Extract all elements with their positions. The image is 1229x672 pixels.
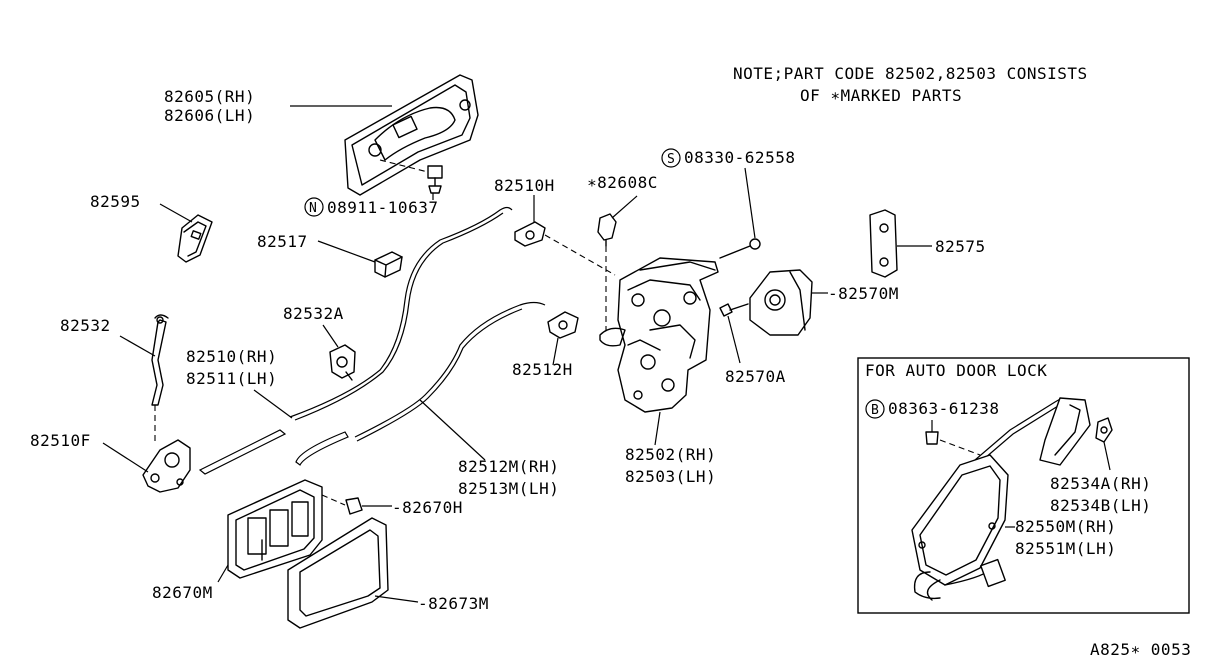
label-82513M: 82513M(LH) bbox=[458, 479, 559, 498]
rod-82510 bbox=[198, 206, 513, 475]
label-82510H: 82510H bbox=[494, 176, 555, 195]
clip-82512H bbox=[547, 311, 579, 339]
rod-82512M bbox=[295, 301, 546, 466]
inset-label-82534A: 82534A(RH) bbox=[1050, 474, 1151, 493]
note-line-2: OF ∗MARKED PARTS bbox=[800, 86, 962, 105]
bolt-08363 bbox=[925, 420, 981, 456]
auto-door-lock-inset: FOR AUTO DOOR LOCK B 08363-61238 82534A(… bbox=[857, 357, 1190, 614]
inset-label-82551M: 82551M(LH) bbox=[1015, 539, 1116, 558]
screw-82570A bbox=[719, 303, 749, 317]
outside-handle-82605 bbox=[344, 74, 479, 196]
clip-82510H bbox=[514, 221, 546, 247]
lever-82532 bbox=[151, 314, 169, 406]
label-82670M: 82670M bbox=[152, 583, 213, 602]
inside-handle-82670M bbox=[227, 479, 323, 579]
label-82605: 82605(RH) bbox=[164, 87, 255, 106]
door-lock-82502 bbox=[599, 257, 719, 413]
label-08911: 08911-10637 bbox=[327, 198, 438, 217]
actuator-82550M bbox=[911, 454, 1009, 601]
label-82595: 82595 bbox=[90, 192, 141, 211]
label-82575: 82575 bbox=[935, 237, 986, 256]
striker-82570M bbox=[749, 269, 813, 336]
b-marker-icon bbox=[865, 399, 885, 419]
label-82517: 82517 bbox=[257, 232, 308, 251]
escutcheon-82673M bbox=[287, 517, 389, 629]
part-82608C bbox=[597, 213, 617, 247]
label-82670H: -82670H bbox=[392, 498, 463, 517]
label-82608C: ∗82608C bbox=[587, 173, 658, 192]
label-82510F: 82510F bbox=[30, 431, 91, 450]
inset-bolt-label: 08363-61238 bbox=[888, 399, 999, 418]
pad-82595 bbox=[177, 214, 213, 263]
label-82511lh: 82511(LH) bbox=[186, 369, 277, 388]
plate-82575 bbox=[869, 209, 898, 278]
label-82532A: 82532A bbox=[283, 304, 344, 323]
screw-08330-62558 bbox=[719, 238, 761, 259]
label-82570A: 82570A bbox=[725, 367, 786, 386]
bellcrank-82510F bbox=[142, 405, 191, 493]
n-marker-icon bbox=[304, 197, 324, 217]
label-08911-prefix: N bbox=[309, 201, 317, 216]
label-08330-prefix: S bbox=[667, 152, 675, 167]
diagram-code: A825∗ 0053 bbox=[1090, 640, 1191, 659]
label-82512H: 82512H bbox=[512, 360, 573, 379]
note-line-1: NOTE;PART CODE 82502,82503 CONSISTS bbox=[733, 64, 1088, 83]
inset-bolt-prefix: B bbox=[871, 403, 879, 418]
clip-82517 bbox=[374, 251, 403, 278]
nut-08911-10637 bbox=[379, 159, 443, 194]
inset-label-82534B: 82534B(LH) bbox=[1050, 496, 1151, 515]
label-82502: 82502(RH) bbox=[625, 445, 716, 464]
label-82510rh: 82510(RH) bbox=[186, 347, 277, 366]
label-82606: 82606(LH) bbox=[164, 106, 255, 125]
s-marker-icon bbox=[661, 148, 681, 168]
inset-label-82550M: 82550M(RH) bbox=[1015, 517, 1116, 536]
label-82512M: 82512M(RH) bbox=[458, 457, 559, 476]
clip-82532A bbox=[329, 344, 356, 381]
screw-82670H bbox=[321, 494, 363, 515]
label-82570M: -82570M bbox=[828, 284, 899, 303]
label-82503: 82503(LH) bbox=[625, 467, 716, 486]
inset-title: FOR AUTO DOOR LOCK bbox=[865, 361, 1047, 380]
label-82673M: -82673M bbox=[418, 594, 489, 613]
clip-82534A bbox=[1095, 417, 1113, 443]
label-08330: 08330-62558 bbox=[684, 148, 795, 167]
label-82532: 82532 bbox=[60, 316, 111, 335]
